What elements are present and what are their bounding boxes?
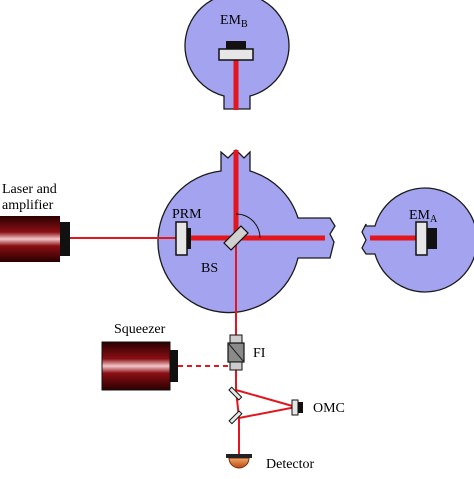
beam-splitter: [223, 225, 249, 251]
label-detector: Detector: [266, 457, 315, 472]
ema-mirror: [415, 221, 437, 256]
label-ema: EMA: [409, 208, 438, 225]
label-fi: FI: [253, 346, 266, 361]
prm-mirror: [175, 221, 191, 256]
label-laser-line2: amplifier: [2, 198, 54, 213]
label-prm: PRM: [172, 207, 202, 222]
faraday-isolator: [227, 334, 245, 371]
emb-mirror: [218, 41, 254, 61]
squeezer-source: [101, 341, 178, 391]
label-bs: BS: [201, 261, 218, 276]
label-omc: OMC: [313, 401, 345, 416]
omc-mirrors: [228, 386, 303, 425]
label-squeezer: Squeezer: [114, 322, 166, 337]
label-laser-line1: Laser and: [2, 182, 57, 197]
label-emb: EMB: [220, 13, 248, 30]
angle-arc: [235, 213, 261, 239]
detector: [226, 454, 252, 469]
laser-amplifier: [0, 216, 70, 262]
